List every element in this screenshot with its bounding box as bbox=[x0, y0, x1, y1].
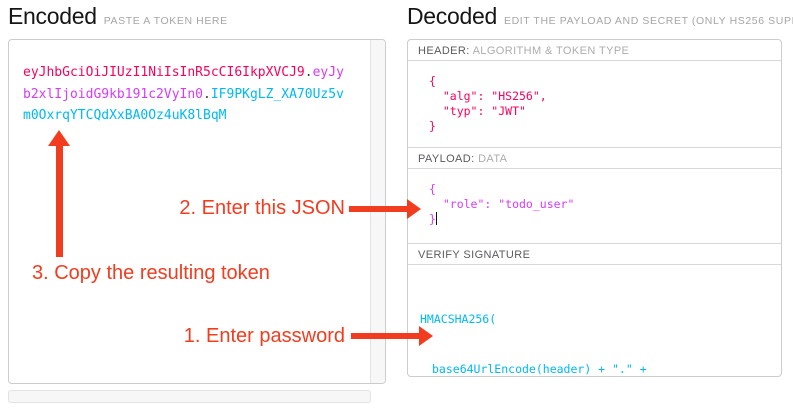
annotation-step1: 1. Enter password bbox=[183, 325, 345, 347]
payload-json-line: } bbox=[429, 212, 436, 226]
payload-section-sublabel: DATA bbox=[478, 153, 508, 165]
token-separator-1: . bbox=[304, 65, 313, 80]
header-json-line: "typ": "JWT" bbox=[429, 104, 526, 118]
token-payload-segment-1: eyJy bbox=[312, 65, 344, 80]
up-arrow-icon bbox=[48, 130, 70, 146]
encoded-header: Encoded PASTE A TOKEN HERE bbox=[8, 3, 228, 30]
token-signature-segment-1: IF9PKgLZ_XA70Uz5v bbox=[210, 86, 344, 102]
payload-section-label: PAYLOAD: bbox=[418, 153, 475, 165]
signature-code-line: base64UrlEncode(header) + "." + bbox=[432, 362, 647, 376]
decoded-header: Decoded EDIT THE PAYLOAD AND SECRET (ONLY… bbox=[407, 3, 793, 30]
signature-code-line: HMACSHA256( bbox=[420, 312, 497, 326]
header-json-line: } bbox=[429, 119, 436, 133]
text-cursor bbox=[435, 212, 437, 225]
encoded-token-text[interactable]: eyJhbGciOiJIUzI1NiIsInR5cCI6IkpXVCJ9.eyJ… bbox=[9, 40, 369, 383]
verify-signature-label: VERIFY SIGNATURE bbox=[418, 249, 531, 261]
payload-section-bar: PAYLOAD: DATA bbox=[408, 148, 781, 169]
payload-json-editor[interactable]: { "role": "todo_user" } bbox=[408, 169, 781, 244]
encoded-subtitle: PASTE A TOKEN HERE bbox=[103, 15, 228, 27]
token-header-segment: eyJhbGciOiJIUzI1NiIsInR5cCI6IkpXVCJ9 bbox=[23, 65, 305, 80]
token-payload-segment-2: b2xlIjoidG9kb191c2VyIn0 bbox=[23, 86, 204, 102]
verify-signature-bar: VERIFY SIGNATURE bbox=[408, 244, 781, 265]
payload-json-line: "role": "todo_user" bbox=[429, 197, 575, 211]
step1-arrow-shaft bbox=[351, 333, 419, 339]
token-signature-segment-2: m0OxrqYTCQdXxBA0Oz4uK8lBqM bbox=[23, 108, 227, 123]
step2-arrow-shaft bbox=[349, 206, 408, 212]
right-arrow-icon bbox=[419, 326, 433, 346]
decoded-title: Decoded bbox=[407, 3, 497, 29]
annotation-step2: 2. Enter this JSON bbox=[179, 197, 345, 219]
encoded-title: Encoded bbox=[8, 3, 97, 29]
up-arrow-shaft bbox=[56, 145, 63, 257]
horizontal-scrollbar[interactable] bbox=[8, 390, 371, 403]
annotation-step3: 3. Copy the resulting token bbox=[32, 262, 270, 284]
decoded-subtitle: EDIT THE PAYLOAD AND SECRET (ONLY HS256 … bbox=[503, 15, 793, 27]
header-json-editor[interactable]: { "alg": "HS256", "typ": "JWT" } bbox=[408, 61, 781, 148]
header-section-bar: HEADER: ALGORITHM & TOKEN TYPE bbox=[408, 40, 781, 61]
signature-block: HMACSHA256( base64UrlEncode(header) + ".… bbox=[408, 265, 781, 376]
header-section-label: HEADER: bbox=[418, 45, 470, 57]
token-separator-2: . bbox=[203, 86, 211, 102]
decoded-panel: HEADER: ALGORITHM & TOKEN TYPE { "alg": … bbox=[407, 39, 782, 377]
right-arrow-icon bbox=[407, 199, 421, 219]
payload-json-line: { bbox=[429, 182, 436, 196]
header-json-line: "alg": "HS256", bbox=[429, 89, 547, 103]
header-section-sublabel: ALGORITHM & TOKEN TYPE bbox=[472, 45, 630, 57]
header-json-line: { bbox=[429, 74, 436, 88]
